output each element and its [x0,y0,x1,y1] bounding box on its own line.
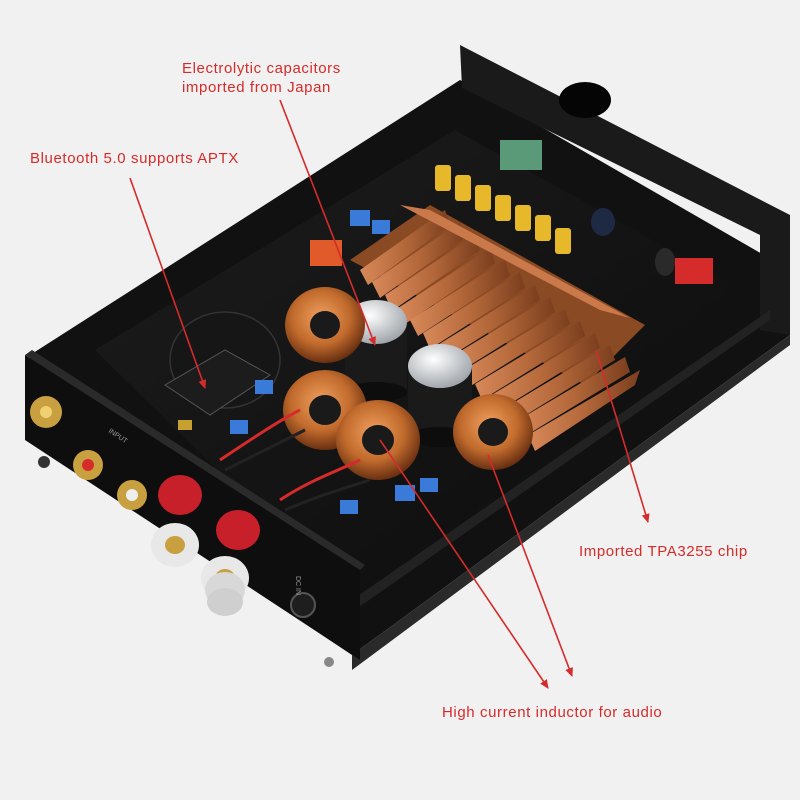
arrow-bluetooth [129,177,207,389]
annotation-arrows [129,99,650,689]
arrow-inductor-1 [487,454,573,677]
inductor-1 [285,287,365,363]
heatsink [350,205,645,451]
bluetooth-callout: Bluetooth 5.0 supports APTX [30,150,239,167]
dc-jack [290,592,316,618]
dc-in-panel-label: DC IN [294,576,301,595]
inductor-4 [453,394,533,470]
arrow-chip [595,349,650,523]
bluetooth-module [164,311,281,430]
volume-knob [559,82,611,118]
arrow-capacitors [279,99,376,346]
yellow-capacitors [435,165,571,254]
capacitors-callout: Electrolytic capacitors imported from Ja… [182,60,341,96]
inductor-3 [336,400,420,480]
binding-posts [151,475,260,616]
inductor-callout: High current inductor for audio [442,704,663,721]
speaker-wires [219,408,371,512]
red-switch [675,258,713,284]
front-panel [25,350,365,667]
chip-callout: Imported TPA3255 chip [579,543,748,560]
arrow-inductor-2 [379,439,549,689]
potentiometer [500,140,542,170]
